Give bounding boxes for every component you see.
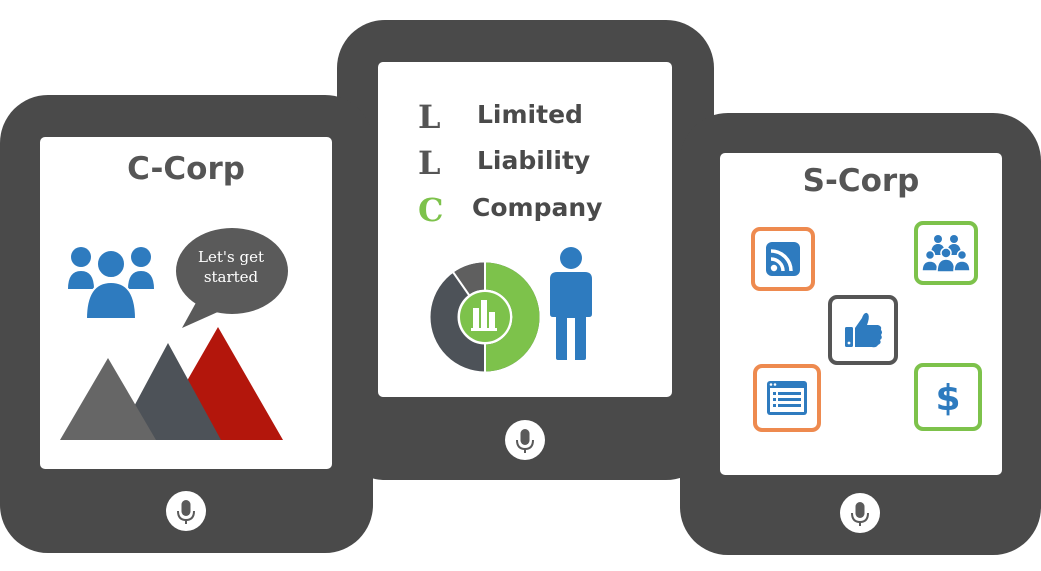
- llc-word-limited: Limited: [477, 100, 583, 129]
- llc-letter-l2: L: [418, 144, 441, 182]
- browser-window-icon: [767, 381, 807, 415]
- thumbs-up-icon: [845, 312, 882, 348]
- scorp-screen: S-Corp: [720, 153, 1002, 475]
- team-tile[interactable]: [914, 221, 978, 285]
- mountains-icon: [60, 327, 283, 440]
- svg-text:$: $: [935, 378, 960, 419]
- speech-bubble-line-1: Let's get: [198, 248, 264, 266]
- llc-tablet: L Limited L Liability C Company: [337, 20, 714, 480]
- llc-word-liability: Liability: [477, 146, 591, 175]
- scorp-title: S-Corp: [802, 163, 920, 199]
- thumbs-up-tile[interactable]: [828, 295, 898, 365]
- llc-letter-c: C: [418, 191, 444, 229]
- bar-chart-icon: [471, 300, 497, 331]
- llc-word-company: Company: [472, 193, 603, 222]
- team-icon: [921, 235, 971, 273]
- microphone-icon: [516, 429, 534, 453]
- rss-tile[interactable]: [751, 227, 815, 291]
- person-icon: [550, 247, 592, 360]
- scorp-home-button[interactable]: [840, 493, 880, 533]
- speech-bubble-text: Let's get started: [185, 247, 277, 287]
- microphone-icon: [851, 502, 869, 526]
- ccorp-screen: C-Corp Let's get started: [40, 137, 332, 469]
- donut-chart-icon: [430, 262, 540, 372]
- microphone-icon: [177, 500, 195, 524]
- browser-tile[interactable]: [753, 364, 821, 432]
- rss-icon: [766, 242, 800, 276]
- ccorp-tablet: C-Corp Let's get started: [0, 95, 373, 553]
- speech-bubble-line-2: started: [203, 268, 259, 286]
- llc-letter-l1: L: [418, 98, 441, 136]
- ccorp-home-button[interactable]: [166, 491, 206, 531]
- ccorp-title: C-Corp: [127, 151, 245, 187]
- dollar-icon: $: [935, 378, 960, 419]
- people-icon: [68, 247, 154, 320]
- dollar-tile[interactable]: $: [914, 363, 982, 431]
- scorp-tablet: S-Corp: [680, 113, 1041, 555]
- speech-bubble-icon: [176, 228, 288, 328]
- llc-home-button[interactable]: [505, 420, 545, 460]
- llc-screen: L Limited L Liability C Company: [378, 62, 672, 397]
